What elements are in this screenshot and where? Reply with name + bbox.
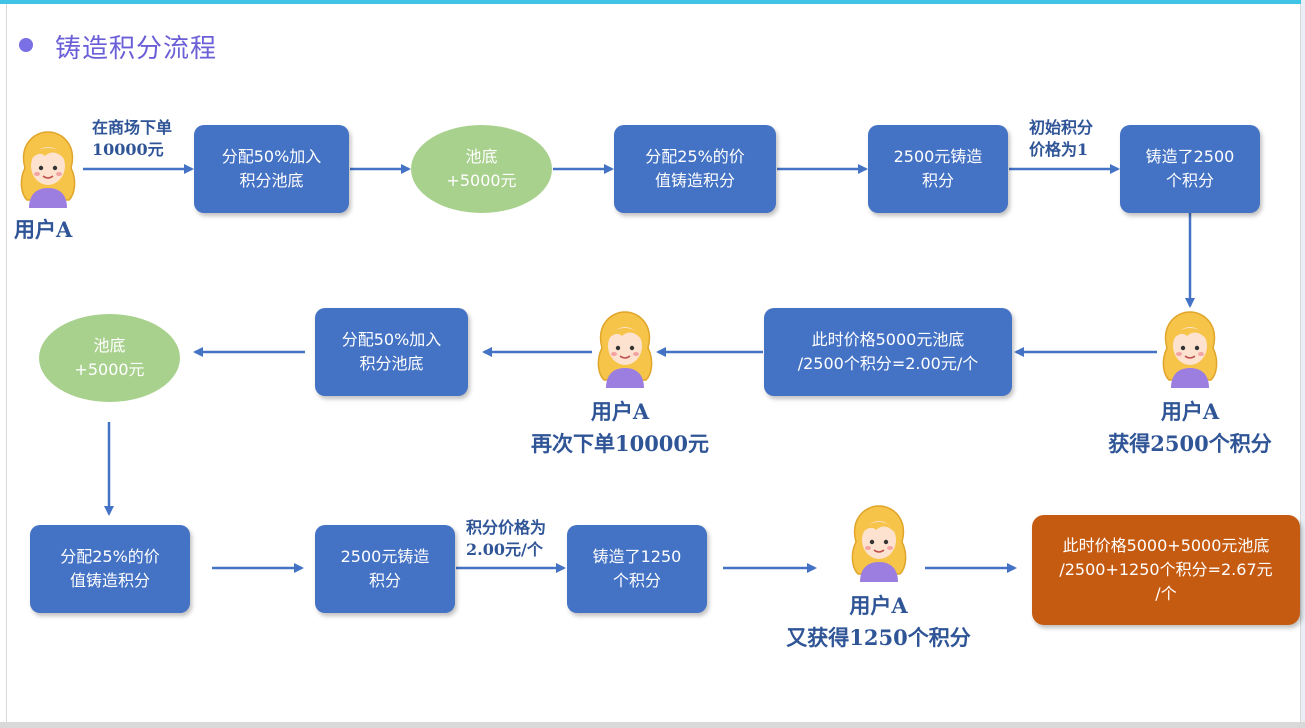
user-label-got-2500: 用户A 获得2500个积分	[1108, 399, 1272, 456]
top-accent-bar	[0, 0, 1305, 4]
page-title: 铸造积分流程	[55, 34, 218, 64]
pool-ellipse-1: 池底 +5000元	[411, 125, 552, 213]
allocate-50-box-2: 分配50%加入 积分池底	[315, 308, 468, 396]
final-price-box: 此时价格5000+5000元池底 /2500+1250个积分=2.67元 /个	[1032, 515, 1300, 625]
user-label-row1: 用户A	[14, 217, 73, 242]
user-avatar-icon	[15, 128, 81, 210]
initial-price-label: 初始积分 价格为1	[1029, 118, 1094, 159]
price-2-box: 此时价格5000元池底 /2500个积分=2.00元/个	[764, 308, 1012, 396]
user-avatar-icon	[592, 308, 658, 390]
minted-1250-box: 铸造了1250 个积分	[567, 525, 707, 613]
window-right-edge	[1301, 0, 1305, 728]
pool-ellipse-2: 池底 +5000元	[39, 314, 180, 402]
mint-2500-box-2: 2500元铸造 积分	[315, 525, 455, 613]
slide-right-border	[1300, 4, 1301, 724]
user-label-reorder: 用户A 再次下单10000元	[530, 399, 710, 456]
allocate-25-box-2: 分配25%的价 值铸造积分	[30, 525, 190, 613]
allocate-25-box: 分配25%的价 值铸造积分	[614, 125, 776, 213]
slide-bottom-border	[0, 722, 1305, 728]
user-avatar-icon	[1157, 308, 1223, 390]
user-label-got-1250: 用户A 又获得1250个积分	[786, 593, 971, 650]
mint-2500-box: 2500元铸造 积分	[868, 125, 1008, 213]
user-avatar-icon	[846, 502, 912, 584]
title-bullet	[19, 38, 33, 52]
allocate-50-box: 分配50%加入 积分池底	[194, 125, 349, 213]
minted-2500-box: 铸造了2500 个积分	[1120, 125, 1260, 213]
slide-left-border	[6, 4, 7, 724]
order-label: 在商场下单 10000元	[92, 118, 173, 159]
price-2-label: 积分价格为 2.00元/个	[466, 518, 547, 559]
